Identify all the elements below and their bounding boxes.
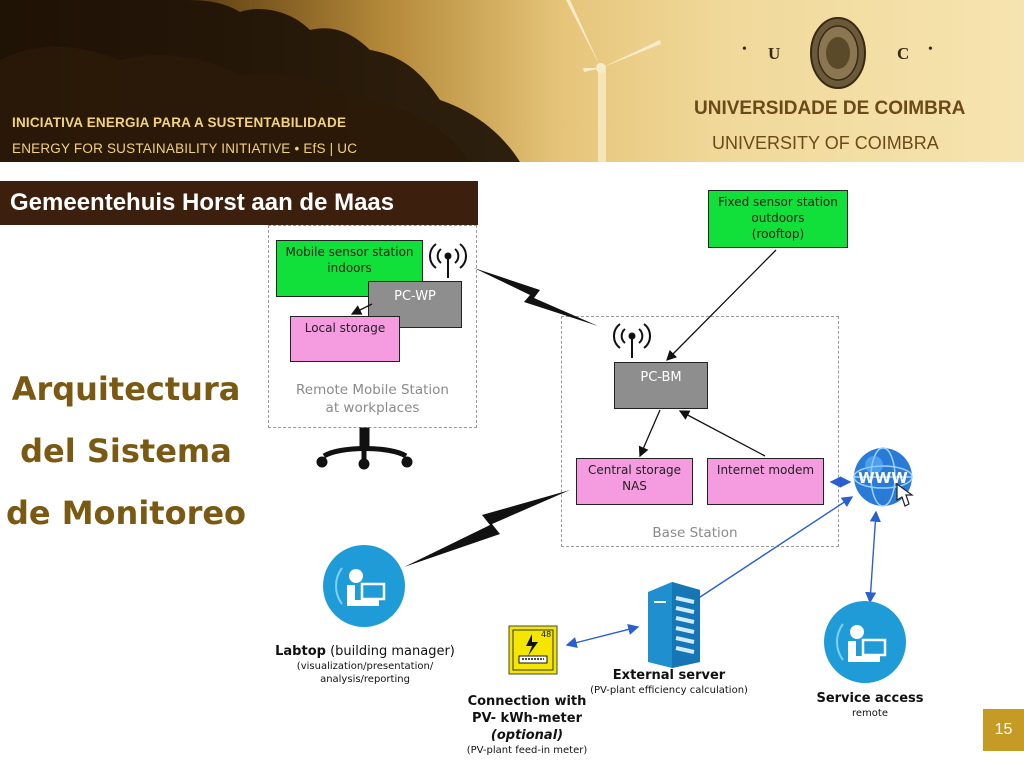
pc-wp-to-local-storage-arrow	[350, 303, 373, 315]
meter-server-link	[565, 623, 640, 649]
central-storage-nas-node: Central storage NAS	[576, 458, 693, 505]
external-server-caption: External server (PV-plant efficiency cal…	[584, 667, 754, 697]
mobile-sensor-station-node: Mobile sensor station indoors	[276, 240, 423, 297]
pc-bm-node: PC-BM	[614, 362, 708, 409]
lightning-link-icon	[404, 490, 570, 567]
seal-letter-c: C	[897, 44, 910, 63]
fixed-sensor-label-1: Fixed sensor station	[718, 195, 838, 209]
slide-title-line-2: del Sistema	[20, 432, 232, 470]
kwh-meter-caption: Connection with PV- kWh-meter (optional)…	[452, 693, 602, 757]
seal-dot-right: •	[928, 42, 933, 57]
laptop-title-bold: Labtop	[275, 644, 326, 659]
wifi-antenna-icon	[613, 323, 651, 358]
external-server-sub: (PV-plant efficiency calculation)	[590, 685, 748, 696]
banner-landscape	[0, 0, 866, 162]
meter-device-label: 48	[541, 630, 551, 639]
fixed-sensor-to-pc-bm-arrow	[666, 249, 777, 361]
office-chair-icon	[316, 427, 413, 470]
lightning-link-icon	[474, 268, 598, 326]
www-label: WWW	[858, 469, 908, 487]
service-access-title: Service access	[816, 691, 924, 706]
laptop-user-icon	[323, 545, 405, 627]
laptop-caption: Labtop (building manager) (visualization…	[258, 643, 472, 686]
remote-mobile-station-group	[268, 225, 477, 428]
initiative-title-en: ENERGY FOR SUSTAINABILITY INITIATIVE • E…	[12, 141, 358, 156]
laptop-title-rest: (building manager)	[325, 644, 455, 659]
www-service-link	[865, 510, 881, 604]
fixed-sensor-station-node: Fixed sensor station outdoors (rooftop)	[708, 190, 848, 248]
fixed-sensor-label-3: (rooftop)	[751, 227, 805, 241]
university-name-pt: UNIVERSIDADE DE COIMBRA	[694, 98, 966, 119]
external-server-title: External server	[612, 668, 726, 683]
location-title: Gemeentehuis Horst aan de Maas	[0, 181, 478, 225]
remote-station-label-2: at workplaces	[325, 400, 420, 416]
service-access-sub: remote	[852, 708, 888, 719]
server-www-link	[686, 496, 854, 606]
kwh-meter-sub: (PV-plant feed-in meter)	[466, 745, 588, 756]
mobile-sensor-label-1: Mobile sensor station	[285, 245, 414, 259]
initiative-title-pt: INICIATIVA ENERGIA PARA A SUSTENTABILIDA…	[12, 115, 347, 130]
remote-station-label: Remote Mobile Station at workplaces	[280, 381, 465, 417]
kwh-meter-label-1: Connection with	[467, 694, 587, 709]
slide-title-line-3: de Monitoreo	[5, 494, 247, 532]
modem-to-pc-bm-arrow	[678, 410, 766, 457]
server-icon	[648, 582, 700, 668]
fixed-sensor-label-2: outdoors	[751, 211, 805, 225]
wifi-antenna-icon	[429, 243, 467, 278]
local-storage-node: Local storage	[290, 316, 400, 362]
central-storage-label-1: Central storage	[587, 463, 682, 477]
remote-station-label-1: Remote Mobile Station	[296, 382, 449, 398]
pc-bm-to-central-storage-arrow	[638, 409, 661, 458]
laptop-sub-1: (visualization/presentation/	[296, 661, 434, 672]
university-seal-icon	[810, 17, 866, 89]
laptop-sub-2: analysis/reporting	[320, 674, 410, 685]
kwh-meter-icon: 48	[508, 625, 558, 675]
wind-turbine-icon	[566, 0, 661, 162]
kwh-meter-label-2: PV- kWh-meter	[471, 711, 582, 726]
page-number-badge: 15	[983, 709, 1024, 751]
slide-title-line-1: Arquitectura	[11, 370, 241, 408]
central-storage-label-2: NAS	[622, 479, 647, 493]
seal-letter-u: U	[768, 44, 781, 63]
cursor-hand-icon	[896, 482, 914, 507]
mobile-sensor-label-2: indoors	[327, 261, 372, 275]
seal-dot-left: •	[742, 42, 747, 57]
laptop-user-icon	[824, 601, 906, 683]
kwh-meter-label-3: (optional)	[490, 728, 564, 743]
header-banner: INICIATIVA ENERGIA PARA A SUSTENTABILIDA…	[0, 0, 1024, 162]
service-access-caption: Service access remote	[810, 690, 930, 720]
university-name-en: UNIVERSITY OF COIMBRA	[712, 133, 939, 153]
